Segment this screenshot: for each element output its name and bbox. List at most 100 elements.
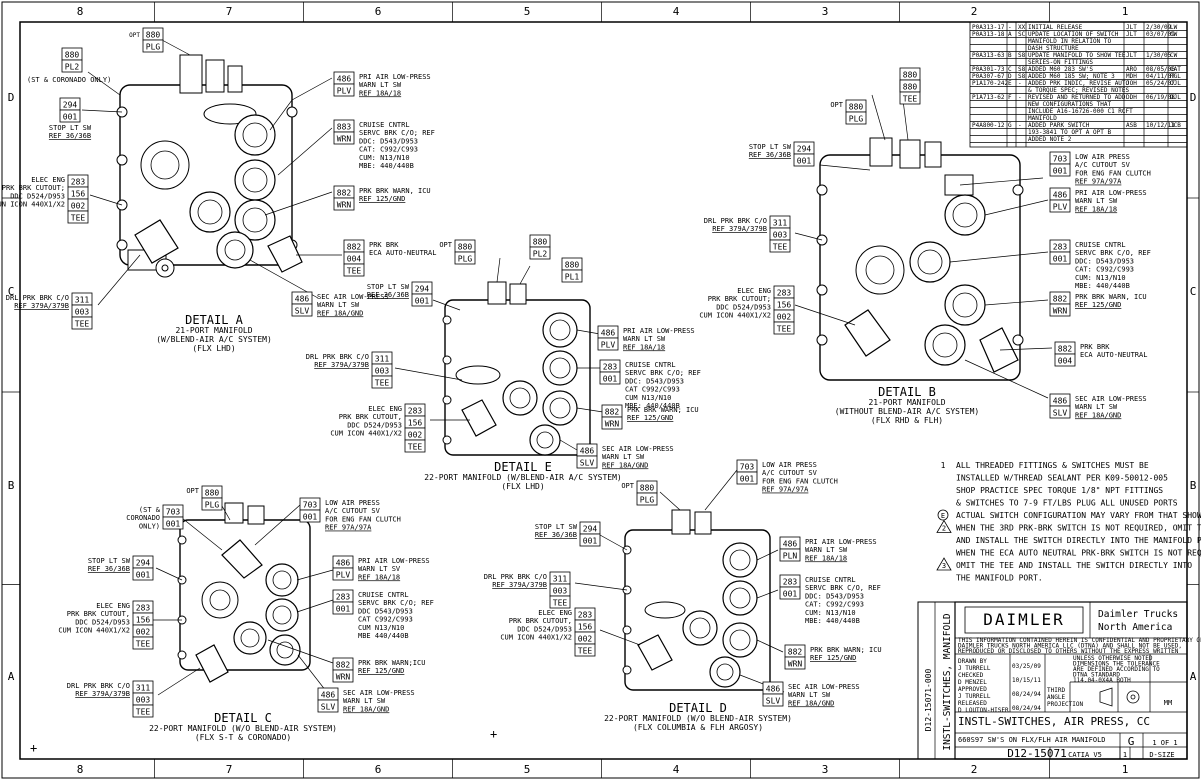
callout-desc: STOP LT SW <box>49 124 92 132</box>
callout-code: 882 <box>337 189 352 198</box>
revision-cell: CW <box>1170 31 1178 38</box>
revision-cell: P0A307-67 <box>972 73 1005 80</box>
drawing-subtitle: 660S97 SW'S ON FLX/FLH AIR MANIFOLD <box>958 736 1106 744</box>
callout-cap: SLV <box>766 697 781 706</box>
revision-cell: A <box>1008 31 1012 38</box>
callout-cap: TEE <box>408 443 423 452</box>
callout-desc: WARN LT SW <box>343 697 386 705</box>
callout-code: 486 <box>580 447 595 456</box>
detail-d-subtitle: (FLX COLUMBIA & FLH ARGOSY) <box>633 723 763 732</box>
callout-desc: PRI AIR LOW-PRESS <box>1075 189 1147 197</box>
revision-cell: F <box>1008 94 1012 101</box>
revision-cell: P0A313-63 <box>972 52 1005 59</box>
callout-desc: DRL PRK BRK C/O <box>67 682 130 690</box>
revision-cell: 05/24/07 <box>1146 80 1175 87</box>
callout-code: 882 <box>1053 295 1068 304</box>
callout-cap: 001 <box>603 375 618 384</box>
zone-left-C: C <box>8 285 15 298</box>
revision-cell: C <box>1008 66 1012 73</box>
callout-desc: A/C CUTOUT SV <box>325 507 381 515</box>
callout-desc: CUM ICON 440X1/X2 <box>500 634 572 642</box>
callout-desc: A/C CUTOUT SV <box>762 469 818 477</box>
revision-cell: XX <box>1018 24 1026 31</box>
callout-cap: WRN <box>337 201 352 210</box>
callout-desc: REF 125/GND <box>1075 301 1121 309</box>
callout-desc: DRL PRK BRK C/O <box>484 573 547 581</box>
zone-right-D: D <box>1190 91 1197 104</box>
callout-code: 283 <box>136 604 151 613</box>
detail-b-title: DETAIL B <box>878 385 936 399</box>
callout-desc: LOW AIR PRESS <box>762 461 817 469</box>
callout-cap: WRN <box>788 660 803 669</box>
callout-code: 880 <box>903 71 918 80</box>
callout-code: 880 <box>849 103 864 112</box>
callout-desc: STOP LT SW <box>88 557 131 565</box>
callout-desc: ELEC ENG <box>368 405 402 413</box>
tolerance-text: ARE DEFINED ACCORDING TO <box>1073 666 1160 673</box>
sheet-number: 1 OF 1 <box>1152 739 1177 747</box>
callout-desc: CRUISE CNTRL <box>359 121 410 129</box>
side-drawing-number: D12-15071-000 <box>924 669 933 732</box>
revision-cell: DJL <box>1170 94 1181 101</box>
callout-desc: MBE: 440/440B <box>805 617 860 625</box>
callout-desc: STOP LT SW <box>749 143 792 151</box>
callout-desc: REF 379A/379B <box>14 302 69 310</box>
revision-cell: 08/05/06 <box>1146 66 1175 73</box>
detail-e-subtitle: 22-PORT MANIFOLD (W/BLEND-AIR A/C SYSTEM… <box>424 473 621 482</box>
callout-desc: CAT: C992/C993 <box>805 601 864 609</box>
callout-desc: PRI AIR LOW-PRESS <box>358 557 430 565</box>
revision-cell: ADDED NOTE 2 <box>1028 136 1072 143</box>
callout-desc: (ST & <box>139 506 161 514</box>
detail-e-manifold <box>442 281 591 456</box>
revision-cell: JLT <box>1126 52 1137 59</box>
revision-cell: REVISED AND RETURNED TO ADD <box>1028 94 1126 101</box>
callout-desc: DDC D524/D953 <box>517 625 572 633</box>
callout-cap: 001 <box>740 475 755 484</box>
callout-cap: SLV <box>1053 409 1068 418</box>
callout-desc: MBE: 440/440B <box>1075 282 1130 290</box>
callout-desc: SEC AIR LOW-PRESS <box>788 683 860 691</box>
sheet-size: D-SIZE <box>1149 751 1174 759</box>
callout-desc: SEC AIR LOW-PRESS <box>343 689 415 697</box>
revision-cell: B <box>1008 52 1012 59</box>
callout-cap: 156 <box>136 616 151 625</box>
callout-cap: TEE <box>71 214 86 223</box>
callout-opt: OPT <box>129 32 140 39</box>
callout-desc: DDC D524/D953 <box>75 618 130 626</box>
callout-desc: ELEC ENG <box>737 287 771 295</box>
revision-cell: - <box>1008 24 1012 31</box>
tb-row-label: CHECKED <box>958 672 984 679</box>
callout-code: 283 <box>777 289 792 298</box>
callout-cap: WRN <box>605 420 620 429</box>
callout-desc: PRK BRK WARN, ICU <box>359 187 431 195</box>
callout-cap: PLV <box>337 87 352 96</box>
proprietary-text: REPRODUCED OR DISCLOSED TO OTHERS WITHOU… <box>958 648 1179 655</box>
callout-desc: PRK BRK WARN, ICU <box>1075 293 1147 301</box>
callout-desc: DDC: D543/D953 <box>805 592 864 600</box>
callout-desc: DRL PRK BRK C/O <box>6 294 69 302</box>
callout-desc: REF 18A/18 <box>359 89 401 97</box>
drawing-number: D12-15071 <box>1007 747 1067 760</box>
callout-desc: SERVC BRK C/O; REF <box>358 599 434 607</box>
callout-desc: FOR ENG FAN CLUTCH <box>762 477 838 485</box>
callout-desc: DDC D524/D953 <box>10 192 65 200</box>
detail-d-subtitle: 22-PORT MANIFOLD (W/O BLEND-AIR SYSTEM) <box>604 714 792 723</box>
callout-desc: REF 97A/97A <box>325 524 372 532</box>
units: MM <box>1164 699 1172 707</box>
callout-cap: 001 <box>63 113 78 122</box>
callout-cap: 001 <box>783 590 798 599</box>
callout-desc: REF 125/GND <box>359 195 405 203</box>
callout-cap: TEE <box>375 379 390 388</box>
callout-desc: CUM: N13/N10 <box>359 154 410 162</box>
